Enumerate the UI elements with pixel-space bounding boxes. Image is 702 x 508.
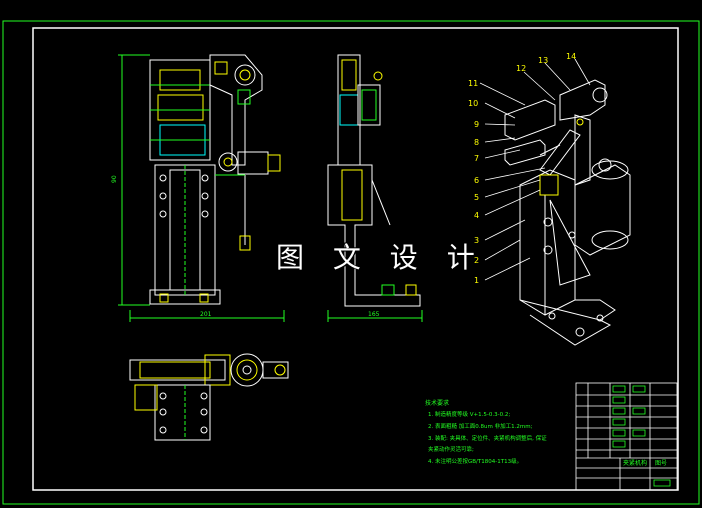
dimension-front-width: 201 [200, 311, 212, 318]
callout-1: 1 [474, 276, 479, 285]
dimension-side-width: 165 [368, 311, 380, 318]
callout-8: 8 [474, 138, 479, 147]
inner-border [32, 27, 679, 491]
callout-2: 2 [474, 256, 479, 265]
front-view [118, 54, 285, 322]
callout-5: 5 [474, 193, 479, 202]
callout-9: 9 [474, 120, 479, 129]
notes-line-1: 1. 制造精度等级 V+1.5-0.3-0.2; [428, 410, 510, 418]
callout-12: 12 [516, 64, 526, 73]
notes-heading: 技术要求 [425, 399, 449, 407]
title-block-title: 夹紧机构 [623, 459, 647, 467]
callout-14: 14 [566, 52, 576, 61]
notes-line-2: 2. 表面粗糙 加工面0.8um 非加工1.2mm; [428, 422, 533, 430]
notes-line-4: 夹紧动作灵活可靠; [428, 445, 474, 453]
notes-line-3: 3. 装配: 夹具体、定位件、夹紧机构调整后, 保证 [428, 434, 547, 442]
top-view [129, 353, 289, 441]
callout-3: 3 [474, 236, 479, 245]
callout-7: 7 [474, 154, 479, 163]
callout-10: 10 [468, 99, 478, 108]
isometric-view [504, 79, 631, 346]
callout-4: 4 [474, 211, 479, 220]
callout-6: 6 [474, 176, 479, 185]
callout-leaders [479, 58, 591, 281]
dimension-height: 90 [111, 175, 118, 183]
watermark-text: 图 文 设 计 [276, 241, 485, 274]
side-view [327, 54, 423, 322]
callout-13: 13 [538, 56, 548, 65]
notes-line-5: 4. 未注明公差按GB/T1804-1T13级。 [428, 457, 522, 465]
outer-border [2, 20, 700, 505]
title-block-code: 图号 [655, 460, 667, 467]
title-block [575, 382, 678, 491]
callout-11: 11 [468, 79, 478, 88]
